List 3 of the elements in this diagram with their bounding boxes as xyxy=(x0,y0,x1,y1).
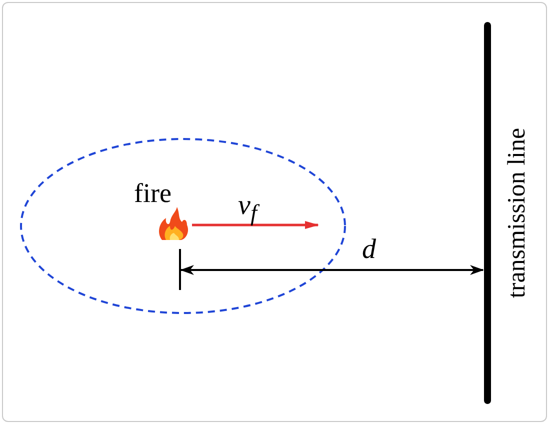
distance-label: d xyxy=(362,236,376,264)
fire-label: fire xyxy=(134,180,172,207)
line-label: transmission line xyxy=(504,128,530,298)
